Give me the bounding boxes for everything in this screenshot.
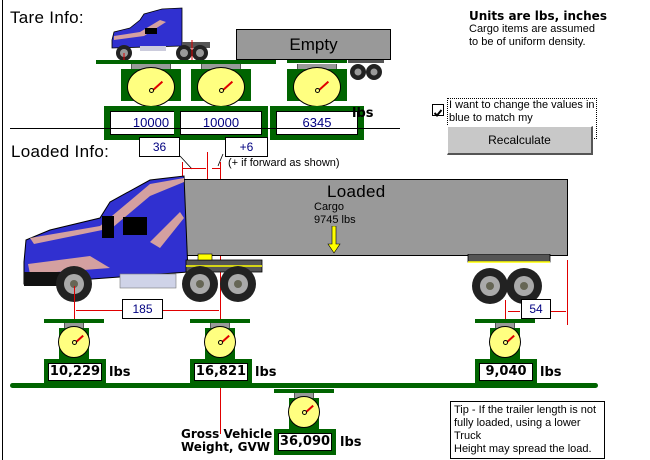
tare-tractor-image <box>111 7 210 64</box>
trailer-rear-line <box>567 260 568 325</box>
units-title: Units are lbs, inches <box>469 9 607 23</box>
gvw-label: Gross Vehicle Weight, GVW <box>181 428 272 454</box>
units-note-line1: Cargo items are assumed <box>469 23 595 35</box>
wheelbase-line-right <box>163 310 219 311</box>
loaded-drive-weight: 16,821 <box>194 363 248 381</box>
dimension-line <box>182 168 206 169</box>
section-divider <box>10 128 400 129</box>
dial-gauge-icon <box>204 326 236 358</box>
trailer-axle-offset-input[interactable]: 54 <box>521 299 551 319</box>
gvw-label-line2: Weight, GVW <box>181 440 271 454</box>
checkmark-icon <box>433 109 443 117</box>
down-arrow-icon <box>327 226 341 254</box>
wheelbase-input[interactable]: 185 <box>122 299 163 319</box>
loaded-trailer-label: Loaded <box>327 182 386 201</box>
scale-neck <box>201 64 241 69</box>
scale-plate <box>475 319 535 323</box>
dial-hub <box>218 340 223 345</box>
loaded-steer-weight: 10,229 <box>48 363 102 381</box>
dimension-line <box>212 168 220 169</box>
dial-hub <box>503 340 508 345</box>
kingpin-offset-input[interactable]: 36 <box>139 137 180 157</box>
dimension-tick <box>182 162 183 176</box>
trailer-axle-image <box>467 254 551 304</box>
gvw-unit: lbs <box>340 435 362 450</box>
gvw-label-line1: Gross Vehicle <box>181 427 273 441</box>
tare-drive-weight-input[interactable]: 10000 <box>180 111 262 135</box>
tip-line3: Height may spread the load. <box>454 443 592 455</box>
drive-axle-line <box>220 162 221 434</box>
dial-gauge-icon <box>127 67 175 107</box>
gvw-weight: 36,090 <box>278 433 332 451</box>
tip-line1: Tip - If the trailer length is not <box>454 404 597 416</box>
loaded-drive-unit: lbs <box>255 365 277 380</box>
empty-trailer-wheels-image <box>348 60 384 80</box>
tare-info-title: Tare Info: <box>10 8 84 27</box>
dial-hub <box>72 340 77 345</box>
scale-neck <box>210 323 230 328</box>
fifth-wheel-hint: (+ if forward as shown) <box>228 157 340 169</box>
dial-hub <box>219 88 224 93</box>
scale-plate <box>274 389 334 393</box>
loaded-info-title: Loaded Info: <box>11 142 110 161</box>
recalculate-button[interactable]: Recalculate <box>447 126 593 155</box>
dial-gauge-icon <box>197 67 245 107</box>
trailer-axle-dim-left <box>508 311 520 312</box>
trailer-axle-dim-right <box>551 311 566 312</box>
scale-plate <box>96 60 206 64</box>
dial-gauge-icon <box>293 67 341 107</box>
scale-neck <box>64 323 84 328</box>
fifth-wheel-offset-input[interactable]: +6 <box>225 137 268 157</box>
loaded-trailer-weight: 9,040 <box>479 363 533 381</box>
scale-neck <box>297 64 337 69</box>
scale-plate <box>166 60 276 64</box>
cargo-label: Cargo <box>314 201 344 213</box>
scale-plate <box>44 319 104 323</box>
dial-hub <box>149 88 154 93</box>
scale-neck <box>131 64 171 69</box>
wheelbase-line-left <box>76 310 122 311</box>
empty-trailer: Empty <box>236 29 391 60</box>
scale-neck <box>495 323 515 328</box>
tip-box: Tip - If the trailer length is not fully… <box>450 401 605 459</box>
dial-gauge-icon <box>58 326 90 358</box>
trailer-axle-line <box>505 300 506 324</box>
window-left-border <box>2 0 3 460</box>
steer-axle-line <box>74 286 75 322</box>
loaded-tractor-image <box>23 175 263 302</box>
dial-gauge-icon <box>288 396 320 428</box>
tip-line2: fully loaded, using a lower Truck <box>454 417 581 442</box>
dial-gauge-icon <box>489 326 521 358</box>
tare-trailer-unit: lbs <box>352 106 374 121</box>
change-values-label-line1: I want to change the values in <box>449 99 595 111</box>
leader-lines <box>179 153 224 170</box>
loaded-steer-unit: lbs <box>109 365 131 380</box>
cargo-weight: 9745 lbs <box>314 214 356 226</box>
tare-trailer-weight-input[interactable]: 6345 <box>276 111 358 135</box>
scale-plate <box>190 319 250 323</box>
trailer-tare-plate <box>287 60 347 63</box>
scale-neck <box>294 393 314 398</box>
loaded-trailer <box>182 179 568 256</box>
dial-hub <box>302 410 307 415</box>
change-values-checkbox[interactable] <box>432 104 444 117</box>
empty-trailer-label: Empty <box>289 35 338 54</box>
units-note-line2: to be of uniform density. <box>469 36 586 48</box>
loaded-trailer-unit: lbs <box>540 365 562 380</box>
dial-hub <box>315 88 320 93</box>
ground-line <box>10 383 598 388</box>
